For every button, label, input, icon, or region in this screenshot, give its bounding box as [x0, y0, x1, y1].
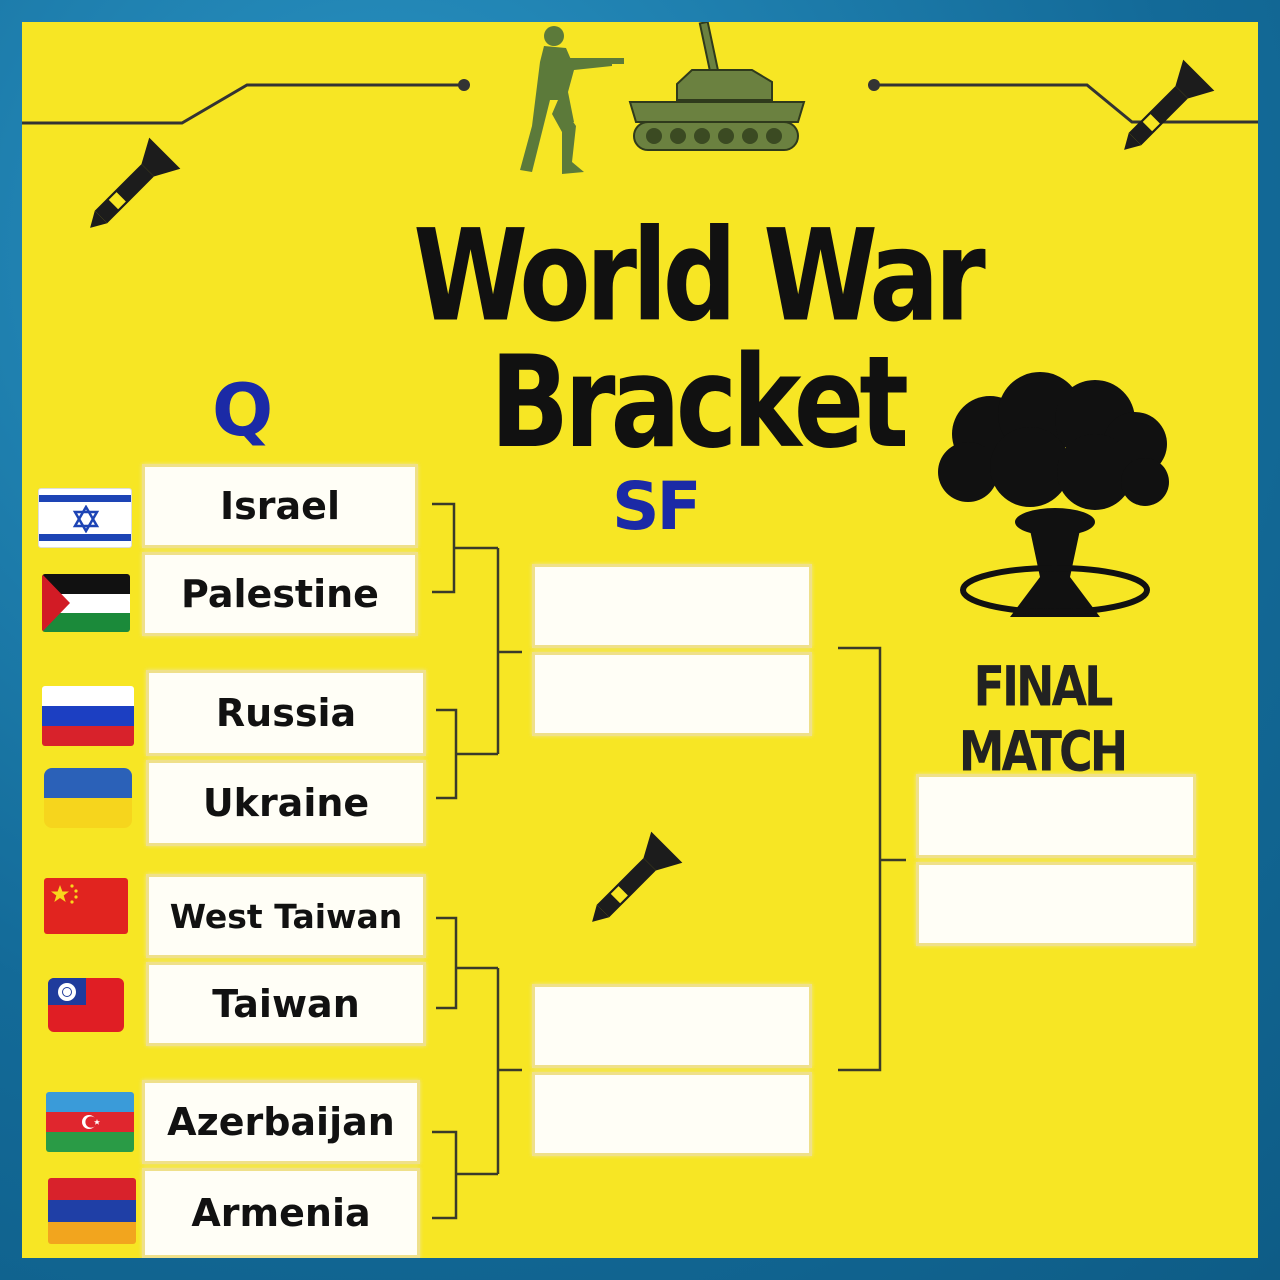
armenia-flag — [48, 1178, 136, 1244]
mushroom-cloud-icon — [938, 372, 1169, 617]
israel-flag — [38, 488, 132, 548]
azerbaijan-flag — [46, 1092, 134, 1152]
team-box-israel: Israel — [142, 464, 418, 548]
final-slot-1[interactable] — [916, 774, 1196, 858]
missile-icon — [592, 831, 683, 922]
team-box-taiwan: Taiwan — [146, 962, 426, 1046]
semifinal-slot-4[interactable] — [532, 1072, 812, 1156]
taiwan-flag — [48, 978, 124, 1032]
team-box-ukraine: Ukraine — [146, 760, 426, 846]
team-name: Russia — [215, 691, 357, 735]
team-name: Palestine — [181, 572, 379, 616]
missile-icon — [1124, 59, 1215, 150]
quarterfinal-label: Q — [212, 368, 274, 452]
soldier-icon — [520, 26, 624, 174]
team-name: Israel — [220, 484, 340, 528]
team-box-russia: Russia — [146, 670, 426, 756]
tank-icon — [628, 22, 806, 151]
circuit-lines — [22, 79, 1258, 125]
team-name: Armenia — [191, 1191, 371, 1235]
bracket-poster: World War Bracket Q SF FINAL MATCH Israe… — [22, 22, 1258, 1258]
team-box-azerbaijan: Azerbaijan — [142, 1080, 420, 1164]
team-name: Taiwan — [212, 982, 360, 1026]
team-name: West Taiwan — [169, 896, 403, 936]
russia-flag — [42, 686, 134, 746]
team-box-west-taiwan: West Taiwan — [146, 874, 426, 958]
team-name: Azerbaijan — [167, 1100, 395, 1144]
team-box-armenia: Armenia — [142, 1168, 420, 1258]
final-slot-2[interactable] — [916, 862, 1196, 946]
final-match-label: FINAL MATCH — [958, 654, 1128, 784]
semifinal-label: SF — [612, 468, 702, 545]
page-title: World War Bracket — [413, 201, 986, 477]
ukraine-flag — [44, 768, 132, 828]
china-flag — [44, 878, 128, 934]
missile-icon — [90, 137, 181, 228]
semifinal-slot-3[interactable] — [532, 984, 812, 1068]
semifinal-slot-1[interactable] — [532, 564, 812, 648]
palestine-flag — [42, 574, 130, 632]
team-name: Ukraine — [202, 781, 370, 825]
bracket-connectors — [432, 502, 906, 1220]
semifinal-slot-2[interactable] — [532, 652, 812, 736]
team-box-palestine: Palestine — [142, 552, 418, 636]
